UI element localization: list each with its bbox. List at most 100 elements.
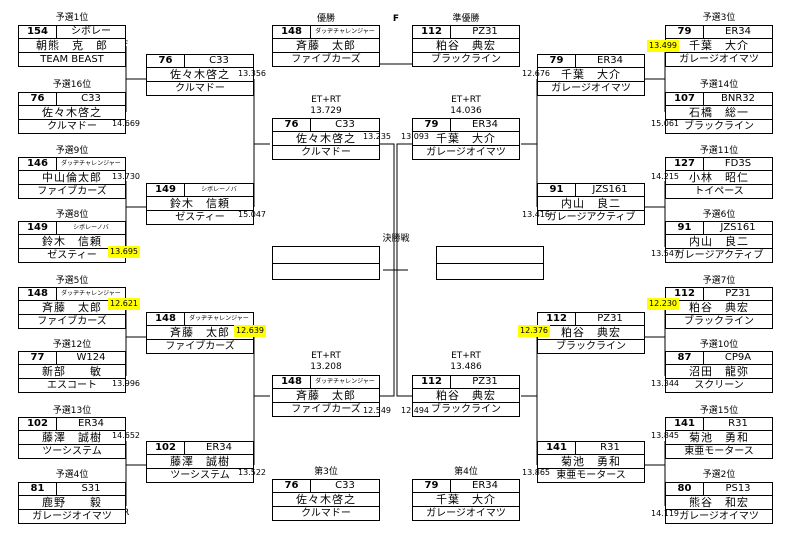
car-model: ダッヂチャレンジャー bbox=[189, 315, 249, 322]
car-number: 141 bbox=[666, 418, 704, 430]
et-rt-label: ET+RT bbox=[451, 95, 481, 105]
time-label-highlight: 12.621 bbox=[108, 298, 140, 310]
driver-name: 粕谷 典宏 bbox=[538, 326, 644, 340]
team-name: ファイブカーズ bbox=[37, 316, 107, 327]
time-label: 13.547 bbox=[651, 249, 679, 258]
driver-name: 斉藤 太郎 bbox=[273, 39, 379, 53]
final-battle-label: 決勝戦 bbox=[382, 234, 410, 244]
driver-name: 沼田 龍弥 bbox=[666, 365, 772, 379]
car-number: 81 bbox=[19, 483, 57, 495]
seed-label: 予選5位 bbox=[55, 276, 89, 286]
driver-name: 粕谷 典宏 bbox=[413, 39, 519, 53]
fourth-label: 第4位 bbox=[454, 467, 478, 477]
team-name: クルマドー bbox=[175, 83, 225, 94]
et-time: 13.729 bbox=[310, 106, 342, 116]
driver-name: 斉藤 太郎 bbox=[147, 326, 253, 340]
et-time: 13.208 bbox=[310, 362, 342, 372]
driver-name: 石橋 総一 bbox=[666, 106, 772, 120]
driver-name: 佐々木啓之 bbox=[273, 493, 379, 507]
car-number: 149 bbox=[19, 222, 57, 234]
final-marker: F bbox=[392, 14, 400, 24]
team-name: ファイブカーズ bbox=[165, 341, 235, 352]
third-label: 第3位 bbox=[314, 467, 338, 477]
car-number: 76 bbox=[273, 480, 311, 492]
car-model: CP9A bbox=[724, 352, 752, 363]
driver-name: 菊池 勇和 bbox=[666, 431, 772, 445]
car-model: ER34 bbox=[472, 480, 498, 491]
car-model: PZ31 bbox=[597, 313, 623, 324]
team-name: クルマドー bbox=[301, 508, 351, 519]
et-rt-label: ET+RT bbox=[311, 351, 341, 361]
team-name: ファイブカーズ bbox=[291, 54, 361, 65]
seed-label: 予選12位 bbox=[52, 340, 92, 350]
car-number: 146 bbox=[19, 158, 57, 170]
team-name: ブラックライン bbox=[431, 54, 501, 65]
car-model: PZ31 bbox=[472, 26, 498, 37]
team-name: スクリーン bbox=[694, 380, 744, 391]
car-model: C33 bbox=[209, 55, 229, 66]
driver-name: 粕谷 典宏 bbox=[666, 301, 772, 315]
et-time: 13.486 bbox=[450, 362, 482, 372]
team-name: ブラックライン bbox=[684, 121, 754, 132]
et-rt-label: ET+RT bbox=[451, 351, 481, 361]
time-label-highlight: 13.499 bbox=[647, 40, 679, 52]
car-model: PZ31 bbox=[472, 376, 498, 387]
time-label: 12.676 bbox=[522, 69, 550, 78]
car-number: 154 bbox=[19, 26, 57, 38]
seed-label: 予選9位 bbox=[55, 146, 89, 156]
driver-name: 鈴木 信頼 bbox=[19, 235, 125, 249]
driver-name: 佐々木啓之 bbox=[147, 68, 253, 82]
car-model: JZS161 bbox=[720, 222, 756, 233]
team-name: 東亜モータース bbox=[684, 446, 754, 457]
car-model: ER34 bbox=[597, 55, 623, 66]
final-right-box bbox=[436, 246, 544, 280]
driver-name: 鈴木 信頼 bbox=[147, 197, 253, 211]
driver-name: 内山 良二 bbox=[538, 197, 644, 211]
runner-up-label: 準優勝 bbox=[452, 14, 480, 24]
team-name: ガレージオイマツ bbox=[32, 511, 112, 522]
team-name: ゼスティー bbox=[47, 250, 97, 261]
team-name: トイペース bbox=[694, 186, 744, 197]
car-model: ER34 bbox=[725, 26, 751, 37]
seed-label: 予選10位 bbox=[699, 340, 739, 350]
car-model: C33 bbox=[81, 93, 101, 104]
seed-label: 予選3位 bbox=[702, 13, 736, 23]
driver-name: 斉藤 太郎 bbox=[19, 301, 125, 315]
final-left-box bbox=[272, 246, 380, 280]
car-model: PS13 bbox=[725, 483, 751, 494]
car-model: R31 bbox=[600, 442, 620, 453]
car-number: 107 bbox=[666, 93, 704, 105]
team-name: ツーシステム bbox=[42, 446, 102, 457]
team-name: ガレージアクティブ bbox=[546, 212, 636, 223]
car-model: W124 bbox=[76, 352, 106, 363]
team-name: ガレージオイマツ bbox=[551, 83, 631, 94]
team-name: ファイブカーズ bbox=[291, 404, 361, 415]
seed-label: 予選11位 bbox=[699, 146, 739, 156]
driver-name: 千葉 大介 bbox=[413, 132, 519, 146]
car-model: ダッヂチャレンジャー bbox=[61, 160, 121, 167]
driver-name: 熊谷 和宏 bbox=[666, 496, 772, 510]
car-number: 79 bbox=[413, 119, 451, 131]
seed-label: 予選15位 bbox=[699, 406, 739, 416]
driver-name: 菊池 勇和 bbox=[538, 455, 644, 469]
time-label: 13.730 bbox=[112, 172, 140, 181]
time-label: 13.865 bbox=[522, 468, 550, 477]
team-name: ブラックライン bbox=[556, 341, 626, 352]
driver-name: 佐々木啓之 bbox=[273, 132, 379, 146]
car-number: 76 bbox=[19, 93, 57, 105]
driver-name: 斉藤 太郎 bbox=[273, 389, 379, 403]
seed-label: 予選14位 bbox=[699, 80, 739, 90]
time-label: 14.669 bbox=[112, 119, 140, 128]
team-name: ゼスティー bbox=[175, 212, 225, 223]
team-name: ガレージオイマツ bbox=[426, 147, 506, 158]
